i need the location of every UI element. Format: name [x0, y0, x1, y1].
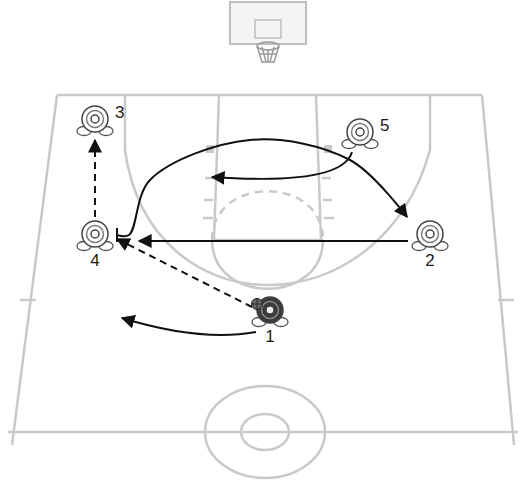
pass-line [94, 140, 96, 217]
cut-line [212, 152, 352, 179]
player: 1 [250, 295, 290, 346]
player-number: 3 [115, 104, 124, 122]
player-number: 5 [380, 117, 389, 135]
player: 2 [410, 219, 450, 270]
pass-line [117, 239, 252, 307]
player-number: 2 [425, 252, 434, 270]
player: 3 [75, 104, 124, 138]
player-icon [75, 104, 115, 138]
cut-line [117, 139, 407, 242]
player-number: 4 [90, 252, 99, 270]
player-number: 1 [265, 328, 274, 346]
player-icon [410, 219, 450, 253]
cut-line [139, 240, 408, 242]
player-icon [340, 117, 380, 151]
player: 4 [75, 219, 115, 270]
player-icon [250, 295, 290, 329]
player: 5 [340, 117, 389, 151]
player-icon [75, 219, 115, 253]
cut-line [122, 318, 256, 335]
